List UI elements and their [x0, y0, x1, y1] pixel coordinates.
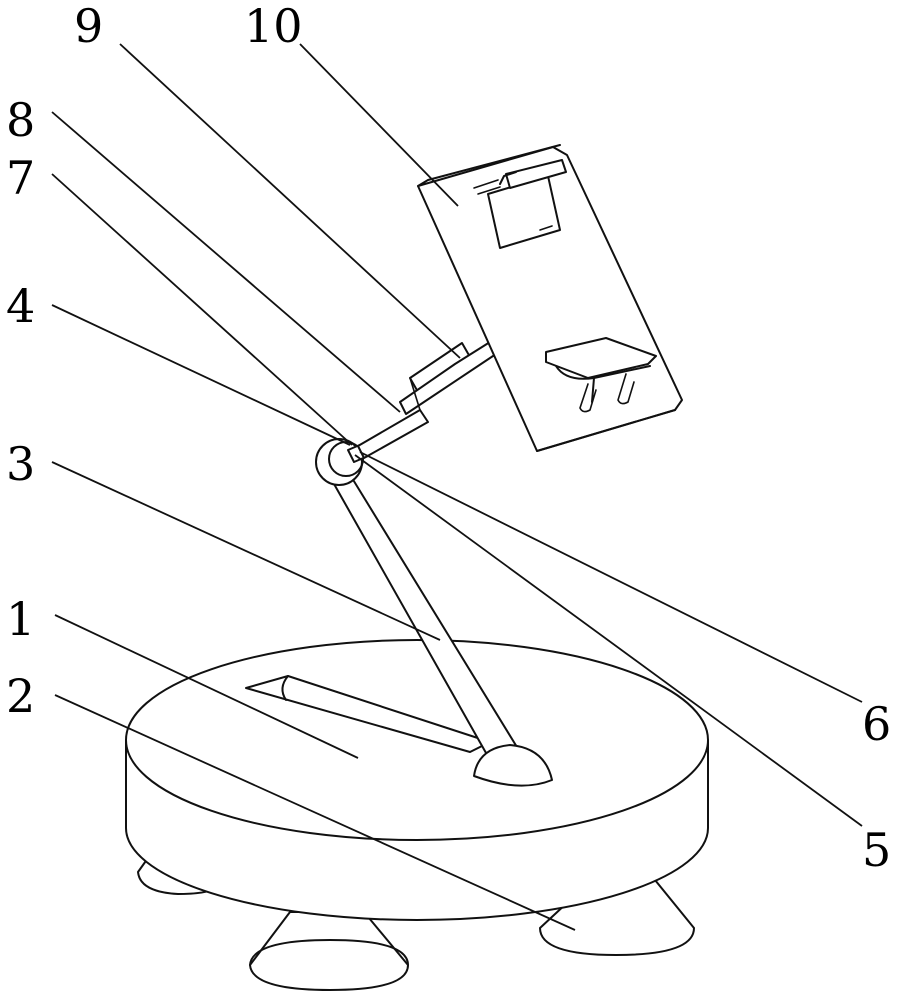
callout-3: 3	[6, 437, 35, 491]
leader-1	[54, 614, 359, 759]
rod-base-dome	[473, 744, 553, 787]
leader-7	[51, 173, 353, 446]
suction-foot-front-right	[539, 879, 695, 956]
callout-5: 5	[862, 823, 891, 877]
leader-10	[299, 43, 459, 207]
callout-4: 4	[6, 279, 35, 333]
rotary-joint	[315, 438, 369, 486]
callout-8: 8	[6, 93, 35, 147]
phone-holder-panel	[417, 144, 683, 452]
telescopic-arm	[357, 341, 497, 459]
leader-4	[51, 304, 351, 446]
suction-foot-front-left	[249, 911, 409, 991]
callout-9: 9	[74, 0, 103, 53]
bottom-clip	[545, 337, 657, 413]
callout-7: 7	[6, 151, 35, 205]
leader-5	[354, 454, 863, 827]
callout-2: 2	[6, 669, 35, 723]
leader-8	[51, 111, 401, 413]
callout-1: 1	[6, 592, 35, 646]
leader-9	[119, 43, 461, 359]
callout-10: 10	[244, 0, 303, 53]
leader-2	[54, 694, 576, 931]
leader-6	[359, 451, 863, 703]
leader-3	[51, 461, 441, 641]
callout-labels: 10 9 8 7 4 3 1 2 6 5	[6, 0, 891, 877]
circular-base	[125, 639, 709, 921]
callout-6: 6	[862, 697, 891, 751]
top-clip	[473, 159, 567, 249]
leader-lines	[51, 43, 863, 931]
